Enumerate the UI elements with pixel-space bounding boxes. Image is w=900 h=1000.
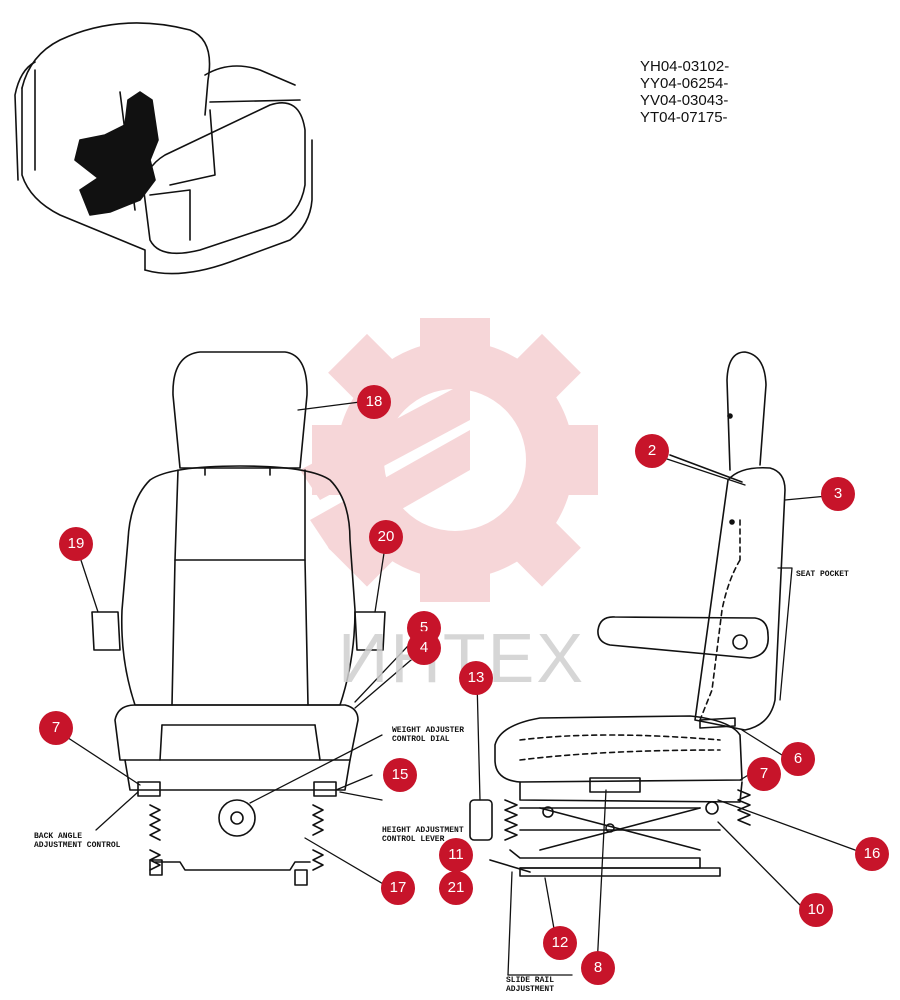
callout-3[interactable]: 3: [821, 477, 855, 511]
callout-20[interactable]: 20: [369, 520, 403, 554]
callout-18[interactable]: 18: [357, 385, 391, 419]
part-code: YT04-07175-: [640, 109, 728, 126]
callout-8[interactable]: 8: [581, 951, 615, 985]
watermark-gear-icon: [300, 318, 598, 602]
label-height-adjustment: HEIGHT ADJUSTMENT CONTROL LEVER: [382, 826, 464, 844]
label-back-angle: BACK ANGLE ADJUSTMENT CONTROL: [34, 832, 121, 850]
part-code: YV04-03043-: [640, 92, 729, 109]
callout-10[interactable]: 10: [799, 893, 833, 927]
callout-6[interactable]: 6: [781, 742, 815, 776]
callout-7[interactable]: 7: [39, 711, 73, 745]
callout-15[interactable]: 15: [383, 758, 417, 792]
label-weight-adjuster: WEIGHT ADJUSTER CONTROL DIAL: [392, 726, 465, 744]
label-seat-pocket: SEAT POCKET: [796, 570, 849, 579]
seat-silhouette: [74, 91, 159, 216]
callout-16[interactable]: 16: [855, 837, 889, 871]
part-code: YH04-03102-: [640, 58, 730, 75]
cab-overview: [14, 22, 313, 275]
callout-17[interactable]: 17: [381, 871, 415, 905]
callout-12[interactable]: 12: [543, 926, 577, 960]
callout-19[interactable]: 19: [59, 527, 93, 561]
part-code-list: YH04-03102- YY04-06254- YV04-03043- YT04…: [640, 58, 729, 126]
part-code: YY04-06254-: [640, 75, 729, 92]
callout-7[interactable]: 7: [747, 757, 781, 791]
callout-4[interactable]: 4: [407, 631, 441, 665]
callout-11[interactable]: 11: [439, 838, 473, 872]
callout-21[interactable]: 21: [439, 871, 473, 905]
callout-13[interactable]: 13: [459, 661, 493, 695]
side-seat-view: [469, 351, 786, 877]
front-seat-view: [91, 351, 386, 886]
callout-2[interactable]: 2: [635, 434, 669, 468]
label-slide-rail: SLIDE RAIL ADJUSTMENT: [506, 976, 555, 994]
